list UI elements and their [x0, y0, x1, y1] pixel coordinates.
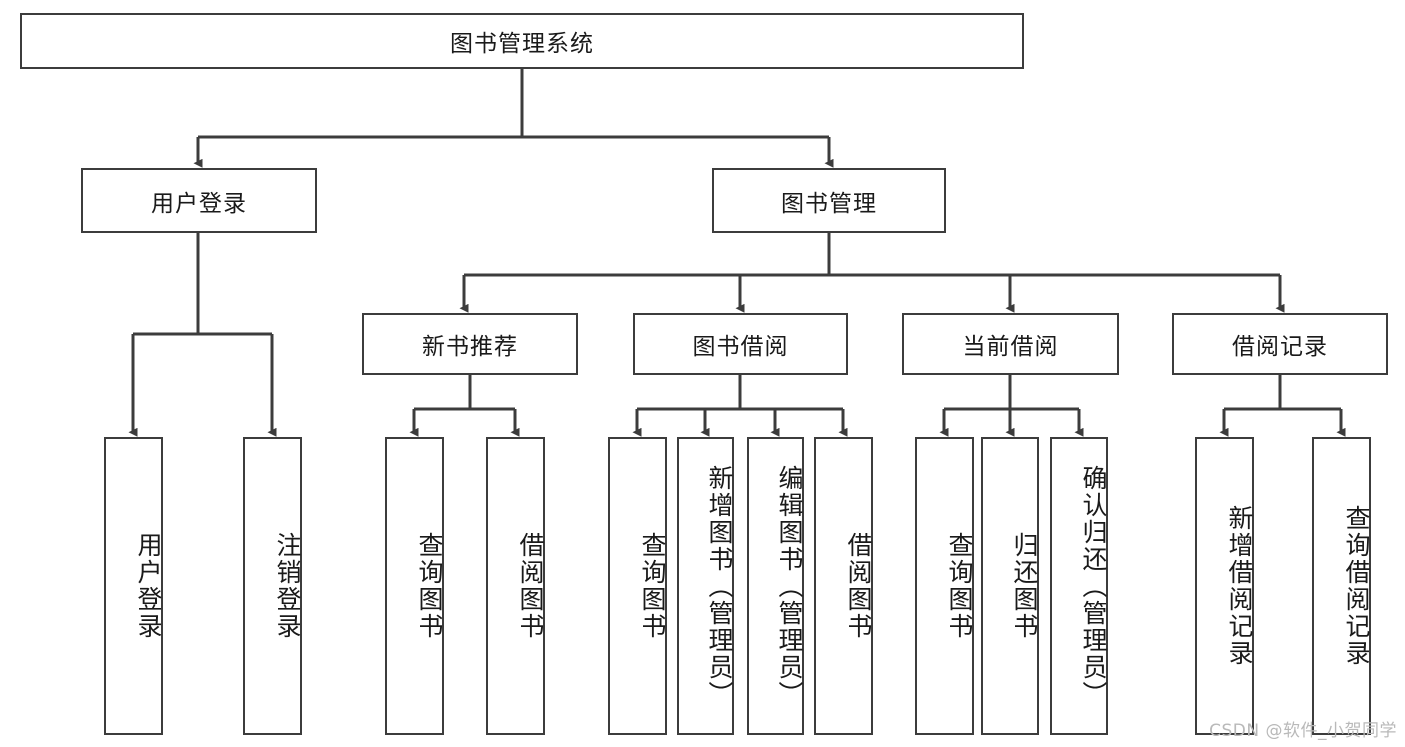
node-leaf-logout[interactable]: 注销登录 — [243, 437, 302, 735]
node-leaf-edit-book-admin[interactable]: 编辑图书（管理员） — [747, 437, 804, 735]
node-current-borrowing[interactable]: 当前借阅 — [902, 313, 1119, 375]
node-label: 借阅图书 — [844, 532, 873, 640]
node-label: 查询图书 — [945, 532, 974, 640]
node-label: 新增图书（管理员） — [705, 464, 734, 708]
node-leaf-add-book-admin[interactable]: 新增图书（管理员） — [677, 437, 734, 735]
node-leaf-confirm-return-admin[interactable]: 确认归还（管理员） — [1050, 437, 1108, 735]
node-leaf-borrow-book-new[interactable]: 借阅图书 — [486, 437, 545, 735]
node-leaf-borrow-book[interactable]: 借阅图书 — [814, 437, 873, 735]
node-label: 新书推荐 — [422, 334, 518, 360]
node-label: 图书管理 — [781, 190, 877, 217]
node-borrowing-record[interactable]: 借阅记录 — [1172, 313, 1388, 375]
node-leaf-return-book[interactable]: 归还图书 — [981, 437, 1039, 735]
node-label: 新增借阅记录 — [1225, 505, 1254, 667]
node-leaf-query-book-new[interactable]: 查询图书 — [385, 437, 444, 735]
node-label: 借阅记录 — [1232, 334, 1328, 360]
node-label: 确认归还（管理员） — [1079, 464, 1108, 708]
node-label: 查询图书 — [638, 532, 667, 640]
node-leaf-query-book-current[interactable]: 查询图书 — [915, 437, 974, 735]
node-label: 图书管理系统 — [450, 31, 594, 57]
node-leaf-user-login[interactable]: 用户登录 — [104, 437, 163, 735]
node-leaf-query-borrow-record[interactable]: 查询借阅记录 — [1312, 437, 1371, 735]
node-label: 查询借阅记录 — [1342, 505, 1371, 667]
node-label: 当前借阅 — [962, 334, 1059, 360]
node-label: 归还图书 — [1010, 532, 1039, 640]
node-new-book-recommendation[interactable]: 新书推荐 — [362, 313, 578, 375]
node-label: 注销登录 — [273, 532, 302, 640]
node-leaf-query-book-borrow[interactable]: 查询图书 — [608, 437, 667, 735]
node-label: 用户登录 — [134, 532, 163, 640]
node-label: 编辑图书（管理员） — [775, 464, 804, 708]
node-root-book-management-system[interactable]: 图书管理系统 — [20, 13, 1024, 69]
node-book-borrowing[interactable]: 图书借阅 — [633, 313, 848, 375]
node-leaf-add-borrow-record[interactable]: 新增借阅记录 — [1195, 437, 1254, 735]
node-label: 用户登录 — [151, 190, 247, 217]
node-book-management[interactable]: 图书管理 — [712, 168, 946, 233]
node-label: 图书借阅 — [692, 334, 789, 360]
node-label: 借阅图书 — [516, 532, 545, 640]
node-user-login[interactable]: 用户登录 — [81, 168, 317, 233]
node-label: 查询图书 — [415, 532, 444, 640]
